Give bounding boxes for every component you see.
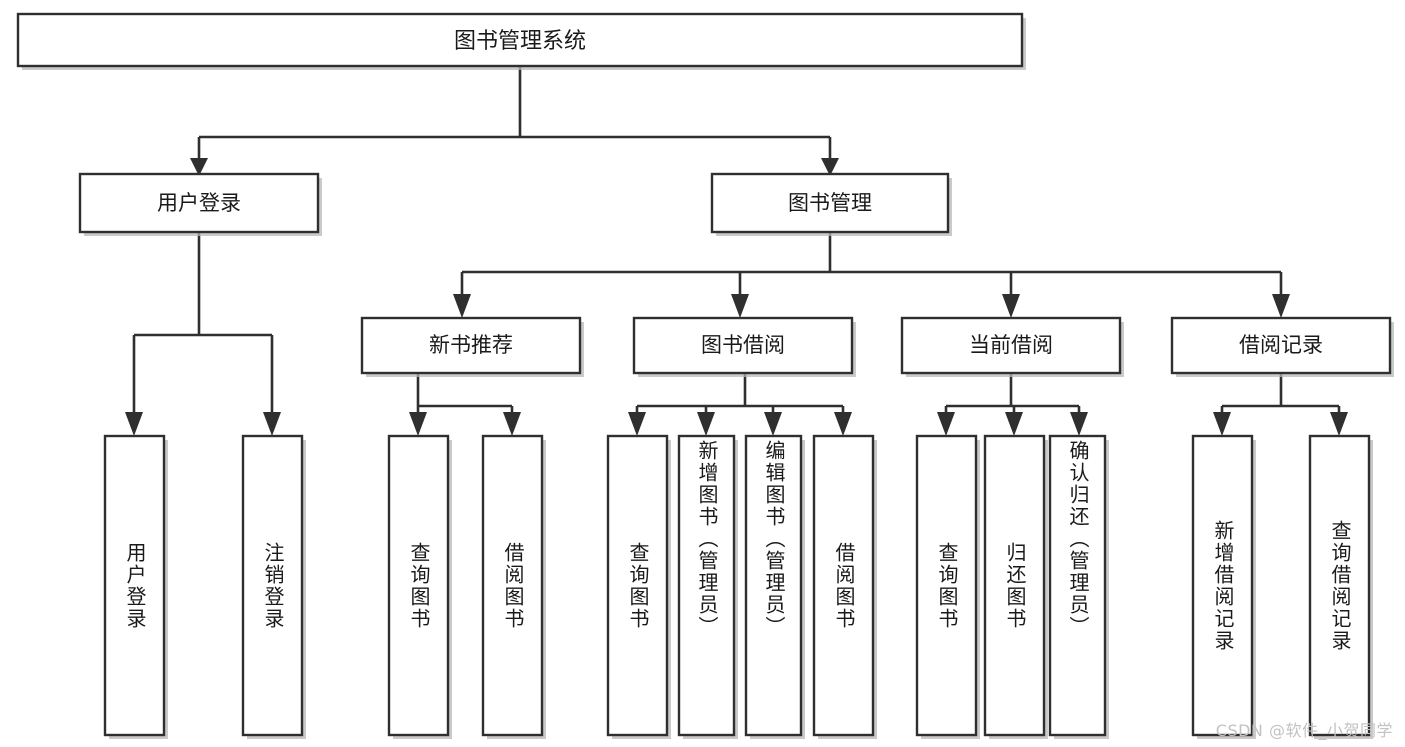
arrow-current-leaf-2 xyxy=(1005,412,1023,436)
node-user-login-label: 用户登录 xyxy=(157,191,241,215)
node-current-borrow[interactable]: 当前借阅 xyxy=(900,316,1124,377)
node-new-book-recommend-label: 新书推荐 xyxy=(429,333,513,357)
node-user-login[interactable]: 用户登录 xyxy=(78,172,322,236)
leaf-current-query[interactable] xyxy=(915,434,980,739)
arrow-root-to-user-login xyxy=(190,158,208,176)
leaf-record-add[interactable] xyxy=(1191,434,1256,739)
node-current-borrow-box xyxy=(900,316,1122,375)
arrow-bookmgmt-to-new-book xyxy=(453,294,471,318)
csdn-watermark: CSDN @软件_小贺同学 xyxy=(1215,721,1393,740)
arrow-userlogin-leaf-2 xyxy=(263,412,281,436)
node-current-borrow-label: 当前借阅 xyxy=(969,333,1053,357)
node-root[interactable]: 图书管理系统 xyxy=(16,12,1026,70)
arrow-bookmgmt-to-record xyxy=(1272,294,1290,318)
leaf-current-query-box xyxy=(915,434,978,737)
node-user-login-box xyxy=(78,172,320,234)
arrow-borrow-leaf-1 xyxy=(628,412,646,436)
leaf-borrow-add[interactable] xyxy=(677,434,738,739)
leaf-borrow-lend-box xyxy=(812,434,875,737)
connectors xyxy=(125,66,1348,436)
node-borrow-record-box xyxy=(1170,316,1392,375)
arrow-current-leaf-3 xyxy=(1070,412,1088,436)
leaf-user-login-box xyxy=(103,434,166,737)
leaf-user-login[interactable] xyxy=(103,434,168,739)
leaf-current-return[interactable] xyxy=(983,434,1048,739)
leaf-current-return-box xyxy=(983,434,1046,737)
arrow-userlogin-leaf-1 xyxy=(125,412,143,436)
leaf-record-add-box xyxy=(1191,434,1254,737)
leaf-newbook-borrow[interactable] xyxy=(481,434,546,739)
arrow-record-leaf-1 xyxy=(1213,412,1231,436)
arrow-record-leaf-2 xyxy=(1330,412,1348,436)
arrow-bookmgmt-to-borrow xyxy=(731,294,749,318)
node-book-management-label: 图书管理 xyxy=(788,191,872,215)
leaf-borrow-edit[interactable] xyxy=(744,434,805,739)
arrow-borrow-leaf-3 xyxy=(764,412,782,436)
leaf-current-confirm[interactable] xyxy=(1048,434,1109,739)
leaf-borrow-query[interactable] xyxy=(606,434,671,739)
leaf-newbook-borrow-box xyxy=(481,434,544,737)
arrow-borrow-leaf-2 xyxy=(697,412,715,436)
node-root-label: 图书管理系统 xyxy=(454,29,586,54)
leaf-newbook-query[interactable] xyxy=(387,434,452,739)
node-new-book-recommend[interactable]: 新书推荐 xyxy=(360,316,584,377)
leaf-record-query-box xyxy=(1308,434,1371,737)
leaf-newbook-query-box xyxy=(387,434,450,737)
leaf-borrow-lend[interactable] xyxy=(812,434,877,739)
leaf-borrow-edit-box xyxy=(744,434,803,737)
arrow-current-leaf-1 xyxy=(937,412,955,436)
node-root-box xyxy=(16,12,1024,68)
arrow-borrow-leaf-4 xyxy=(834,412,852,436)
leaf-current-confirm-box xyxy=(1048,434,1107,737)
node-book-borrow[interactable]: 图书借阅 xyxy=(632,316,856,377)
leaf-boxes xyxy=(103,434,1373,739)
leaf-record-query[interactable] xyxy=(1308,434,1373,739)
node-book-borrow-box xyxy=(632,316,854,375)
node-borrow-record[interactable]: 借阅记录 xyxy=(1170,316,1394,377)
arrow-bookmgmt-to-current xyxy=(1002,294,1020,318)
arrow-newbook-leaf-2 xyxy=(503,412,521,436)
arrow-newbook-leaf-1 xyxy=(409,412,427,436)
node-book-borrow-label: 图书借阅 xyxy=(701,333,785,357)
node-book-management[interactable]: 图书管理 xyxy=(710,172,952,236)
leaf-logout[interactable] xyxy=(241,434,306,739)
leaf-logout-box xyxy=(241,434,304,737)
leaf-borrow-query-box xyxy=(606,434,669,737)
node-borrow-record-label: 借阅记录 xyxy=(1239,333,1323,357)
node-new-book-recommend-box xyxy=(360,316,582,375)
arrow-root-to-book-mgmt xyxy=(821,158,839,176)
leaf-borrow-add-box xyxy=(677,434,736,737)
node-book-management-box xyxy=(710,172,950,234)
